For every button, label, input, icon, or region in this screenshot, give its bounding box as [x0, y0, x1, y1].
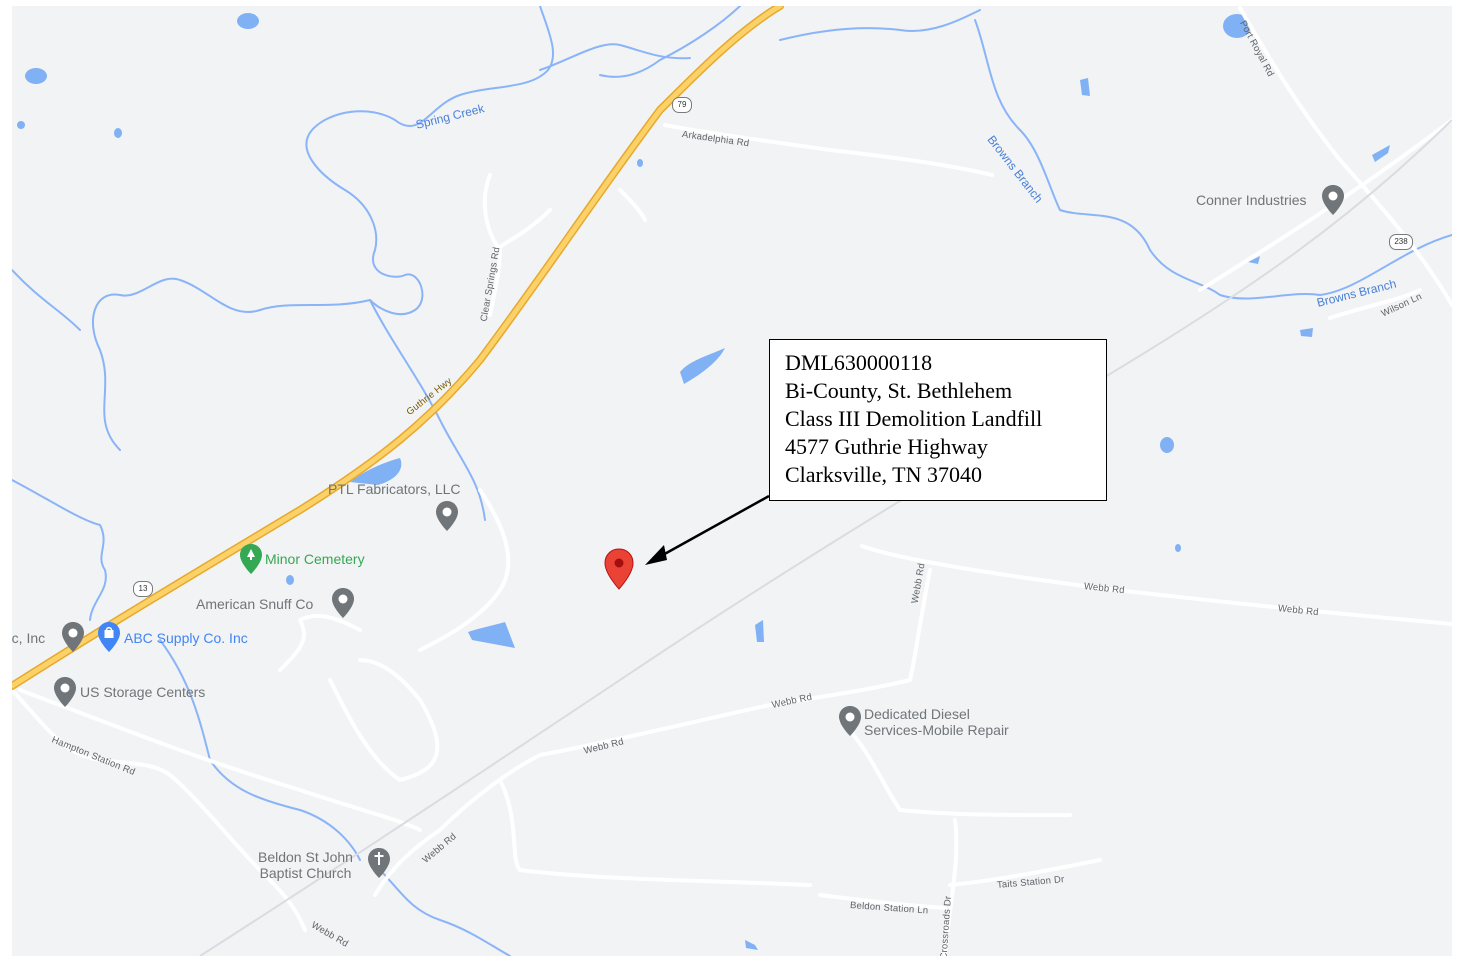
- cemetery-pin-icon[interactable]: [239, 543, 263, 575]
- gray-poi-pin-icon[interactable]: [61, 621, 85, 653]
- poi-label-dedicated-diesel-line2: Services-Mobile Repair: [864, 722, 1009, 738]
- poi-label-abc-supply[interactable]: ABC Supply Co. Inc: [124, 630, 248, 646]
- gray-poi-pin-icon[interactable]: [1321, 184, 1345, 216]
- gray-poi-pin-icon[interactable]: [435, 500, 459, 532]
- map-canvas[interactable]: 79 13 238 Arkadelphia Rd Clear Springs R…: [12, 6, 1452, 956]
- streams: [12, 6, 1452, 956]
- poi-label-conner-industries[interactable]: Conner Industries: [1196, 192, 1307, 208]
- route-13-shield: 13: [133, 581, 153, 597]
- callout-line-site-name: Bi-County, St. Bethlehem: [785, 378, 1013, 403]
- callout-line-street: 4577 Guthrie Highway: [785, 434, 988, 459]
- poi-label-beldon-church-line2: Baptist Church: [259, 865, 352, 881]
- us-79-shield: 79: [672, 97, 692, 113]
- callout-line-city: Clarksville, TN 37040: [785, 462, 982, 487]
- church-cross-pin-icon[interactable]: [367, 847, 391, 879]
- guthrie-hwy: [12, 6, 783, 689]
- poi-label-american-snuff[interactable]: American Snuff Co: [196, 596, 314, 612]
- water-bodies: [17, 13, 1390, 950]
- poi-label-dedicated-diesel-line1: Dedicated Diesel: [864, 706, 970, 722]
- poi-label-electric-inc[interactable]: tric, Inc: [12, 630, 46, 646]
- poi-label-ptl-fabricators[interactable]: PTL Fabricators, LLC: [328, 481, 461, 497]
- red-location-pin-icon[interactable]: [603, 547, 635, 591]
- minor-roads: [12, 6, 1452, 956]
- poi-label-beldon-church-line1: Beldon St John: [258, 849, 353, 865]
- map-base-layer: [12, 6, 1452, 956]
- gray-poi-pin-icon[interactable]: [838, 705, 862, 737]
- poi-label-us-storage[interactable]: US Storage Centers: [80, 684, 206, 700]
- shopping-bag-pin-icon[interactable]: [97, 621, 121, 653]
- gray-poi-pin-icon[interactable]: [53, 676, 77, 708]
- callout-line-facility-type: Class III Demolition Landfill: [785, 406, 1043, 431]
- callout-line-permit-id: DML630000118: [785, 350, 933, 375]
- poi-label-minor-cemetery[interactable]: Minor Cemetery: [265, 551, 365, 567]
- callout-arrow: [651, 494, 770, 563]
- gray-poi-pin-icon[interactable]: [331, 587, 355, 619]
- route-238-shield: 238: [1389, 234, 1413, 250]
- poi-label-beldon-church[interactable]: Beldon St John Baptist Church: [258, 849, 353, 881]
- poi-label-dedicated-diesel[interactable]: Dedicated Diesel Services-Mobile Repair: [864, 706, 1009, 738]
- callout-arrowhead: [645, 545, 667, 565]
- rail-line: [199, 119, 1452, 956]
- site-callout-box: DML630000118 Bi-County, St. Bethlehem Cl…: [769, 339, 1107, 501]
